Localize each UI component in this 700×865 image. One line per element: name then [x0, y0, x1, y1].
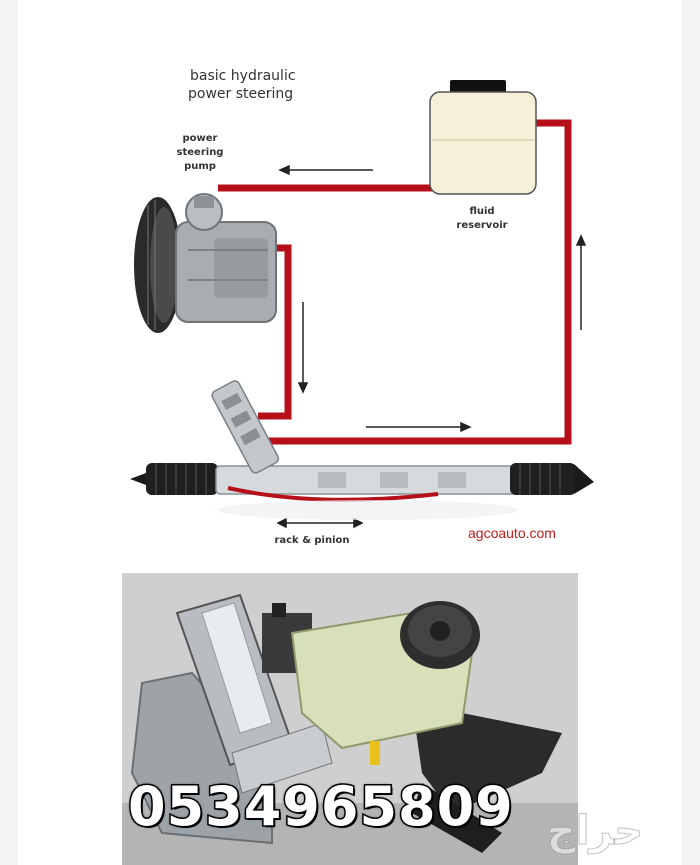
power-steering-diagram: basic hydraulic power steering power ste…: [130, 68, 594, 546]
reservoir-label-line2: reservoir: [456, 220, 507, 231]
reservoir-label-line1: fluid: [469, 206, 494, 217]
electric-steering-pump-photo: [122, 573, 578, 865]
fluid-lines: [218, 119, 572, 445]
product-photo: [122, 573, 578, 865]
rack-pinion-label: rack & pinion: [274, 535, 349, 546]
pump-label-line2: steering: [177, 147, 224, 158]
source-credit: agcoauto.com: [468, 525, 556, 541]
pump-label-line3: pump: [184, 161, 216, 172]
svg-text:حراج: حراج: [547, 808, 643, 854]
flow-arrows: [276, 164, 587, 529]
power-steering-pump: [134, 193, 277, 333]
pump-label-line1: power: [183, 133, 218, 144]
diagram-title-line1: basic hydraulic: [190, 68, 296, 84]
phone-number: 0534965809: [127, 775, 515, 838]
haraj-watermark-logo: حراج: [546, 808, 643, 855]
return-line-right: [258, 119, 572, 445]
diagram-title-line2: power steering: [188, 86, 293, 102]
rack-and-pinion: [130, 380, 594, 520]
fluid-reservoir: [429, 80, 537, 195]
pressure-line: [258, 244, 292, 420]
